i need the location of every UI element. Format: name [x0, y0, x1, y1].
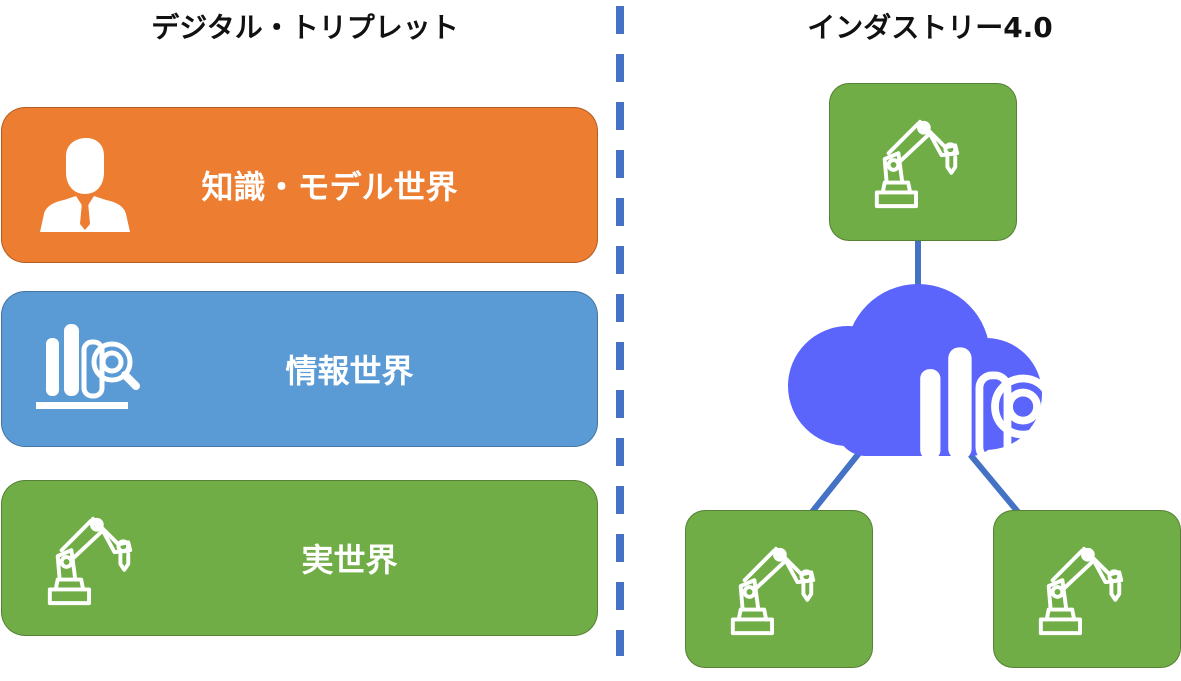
person-icon: [40, 138, 130, 232]
digital-triplet-heading: デジタル・トリプレット: [151, 11, 459, 44]
robot-node-left: [685, 510, 873, 668]
connector-right: [965, 450, 1021, 514]
robot-arm-icon: [725, 541, 823, 639]
information-world-box: 情報世界: [1, 291, 598, 447]
cloud-icon: [788, 284, 1044, 458]
robot-node-right: [993, 510, 1181, 668]
information-world-label: 情報世界: [285, 352, 414, 390]
knowledge-model-world-label: 知識・モデル世界: [201, 168, 458, 206]
real-world-label: 実世界: [301, 541, 398, 579]
robot-arm-icon: [869, 114, 967, 212]
industry-4-heading: インダストリー4.0: [807, 11, 1053, 44]
real-world-box: 実世界: [1, 480, 598, 636]
connector-left: [809, 450, 863, 514]
dashed-divider: [616, 6, 624, 656]
robot-arm-icon: [1033, 541, 1131, 639]
robot-node-top: [829, 83, 1017, 241]
knowledge-model-world-box: 知識・モデル世界: [1, 107, 598, 263]
